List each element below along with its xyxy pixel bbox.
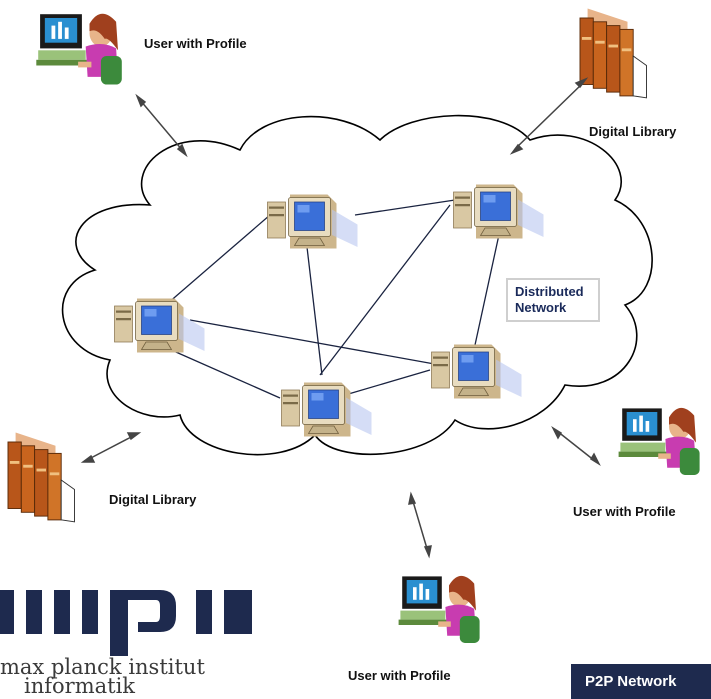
distributed-network-label: Distributed Network: [506, 278, 600, 322]
p2p-network-badge: P2P Network: [571, 664, 711, 699]
user-at-computer-icon: [36, 13, 122, 85]
library-label-top: Digital Library: [589, 124, 677, 139]
user-label-top: User with Profile: [144, 36, 247, 51]
user-label-right: User with Profile: [573, 504, 676, 519]
user-label-bottom: User with Profile: [348, 668, 451, 683]
connection-arrows: [80, 77, 601, 559]
books-icon: [579, 8, 647, 99]
mpi-logo-line2: informatik: [24, 674, 136, 698]
user-at-computer-icon: [398, 575, 480, 643]
network-label-line1: Distributed: [515, 284, 584, 299]
mpi-logo: [0, 590, 252, 656]
user-at-computer-icon: [618, 407, 700, 475]
books-icon: [7, 432, 75, 523]
network-links: [159, 199, 501, 399]
mpi-logo-text: max planck institut informatik: [0, 655, 205, 698]
library-label-left: Digital Library: [109, 492, 197, 507]
mpi-logo-line1: max planck institut: [0, 655, 205, 679]
network-label-line2: Network: [515, 300, 567, 315]
